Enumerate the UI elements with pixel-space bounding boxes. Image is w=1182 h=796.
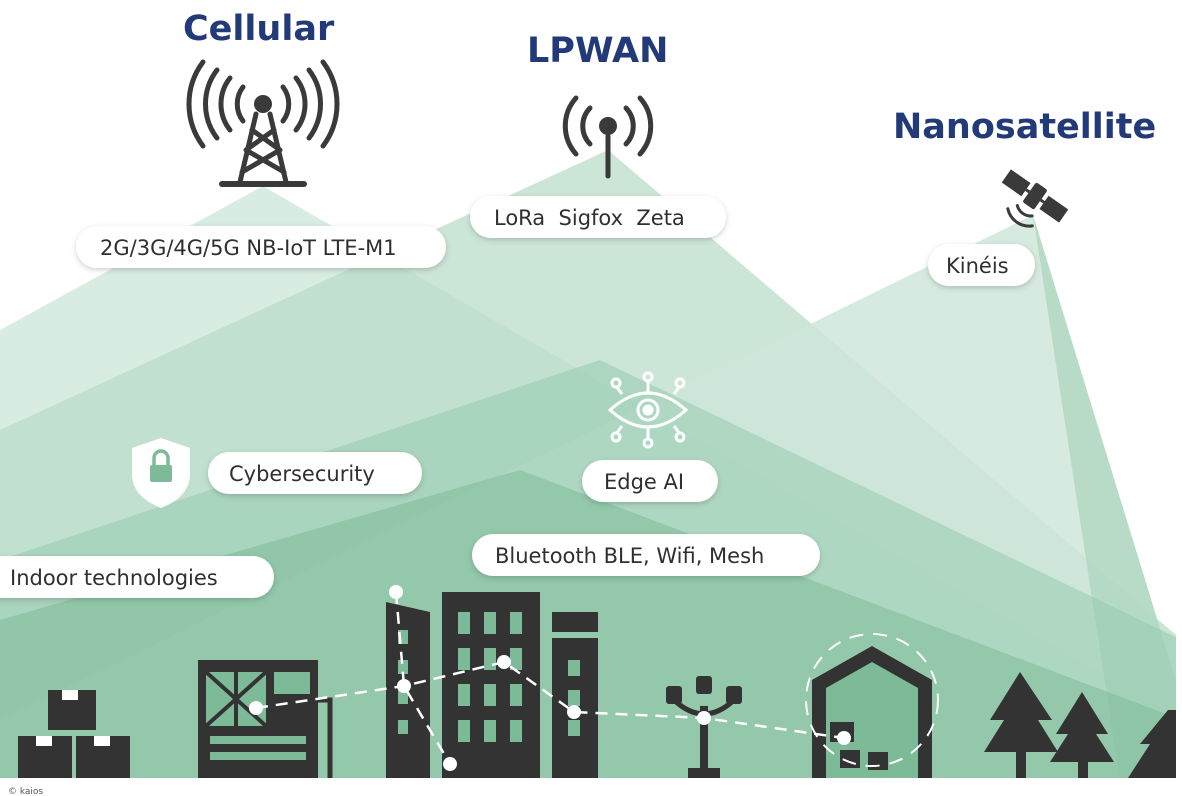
boxes-icon [18,690,130,778]
mesh-network [249,585,939,771]
cybersecurity-pill: Cybersecurity [208,452,422,494]
indoor-pill: Indoor technologies [0,556,274,598]
factory-icon [198,660,333,778]
mesh-node [697,711,711,725]
office-building [442,592,540,778]
satellite-icon [1001,169,1069,228]
heading-nanosatellite: Nanosatellite [893,107,1156,147]
cybersecurity-label: Cybersecurity [229,462,375,486]
trees-icon [984,672,1176,778]
edge-ai-label: Edge AI [604,470,684,494]
cell-tower-icon [186,59,340,187]
mesh-node [837,731,851,745]
mesh-node [443,757,457,771]
warehouse-icon [812,646,932,778]
mesh-node [249,701,263,715]
heading-cellular: Cellular [183,9,335,49]
white-frame-bottom [0,778,1182,796]
shield-lock-icon [132,438,190,508]
cellular-tech-pill: 2G/3G/4G/5G NB-IoT LTE-M1 [76,226,446,268]
edge-ai-pill: Edge AI [582,460,718,502]
street-lamp-icon [666,676,742,778]
mesh-node [389,585,403,599]
lpwan-tech-label: LoRa Sigfox Zeta [494,206,685,230]
heading-lpwan: LPWAN [527,31,668,71]
white-frame-right [1176,0,1182,796]
lpwan-tech-pill: LoRa Sigfox Zeta [470,196,726,238]
mesh-node [567,705,581,719]
mesh-node [497,655,511,669]
lpwan-antenna-icon [562,95,654,179]
satellite-tech-label: Kinéis [946,254,1009,278]
mesh-node [397,679,411,693]
indoor-label: Indoor technologies [10,566,218,590]
satellite-tech-pill: Kinéis [928,244,1035,286]
skyline [18,592,1176,778]
image-credit: © kaios [8,787,43,796]
eye-circuit-icon [607,371,689,449]
cellular-tech-label: 2G/3G/4G/5G NB-IoT LTE-M1 [100,236,397,260]
mesh-tech-label: Bluetooth BLE, Wifi, Mesh [495,544,764,568]
mesh-tech-pill: Bluetooth BLE, Wifi, Mesh [472,534,820,576]
